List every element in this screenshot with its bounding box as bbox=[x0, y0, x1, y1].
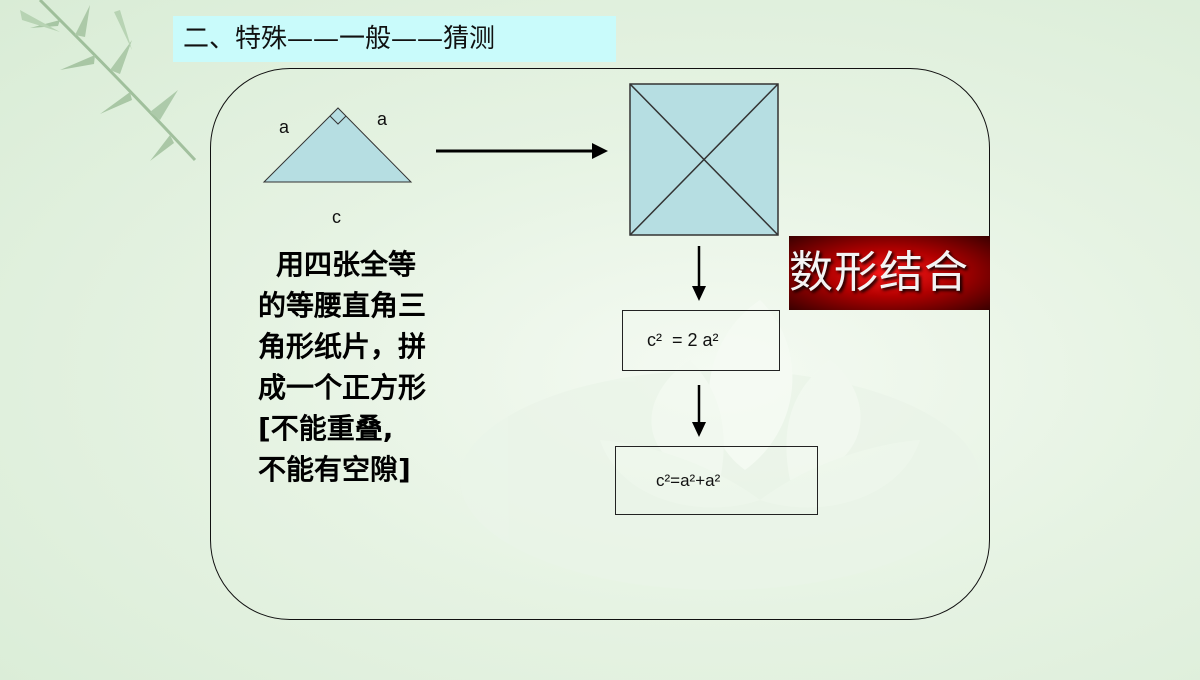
content-frame bbox=[210, 68, 990, 620]
arrow-down-1-head bbox=[692, 286, 706, 301]
slide-title: 二、特殊——一般——猜测 bbox=[173, 16, 616, 62]
lotus-flower-decoration bbox=[460, 300, 980, 590]
description-text: 用四张全等 的等腰直角三 角形纸片，拼 成一个正方形 [不能重叠, 不能有空隙] bbox=[258, 244, 488, 490]
description-line: 的等腰直角三 bbox=[258, 289, 427, 322]
leaf-branch-decoration bbox=[20, 0, 197, 162]
banner-shuxing-jiehe: 数形结合 bbox=[789, 236, 990, 310]
description-line: 角形纸片，拼 bbox=[258, 330, 427, 363]
square-diagonal-2 bbox=[629, 83, 779, 236]
formula-box-1: c² = 2 a² bbox=[622, 310, 780, 371]
description-line: 用四张全等 bbox=[276, 248, 417, 281]
description-line: 成一个正方形 bbox=[258, 371, 427, 404]
formula-text-2: c²=a²+a² bbox=[656, 470, 721, 490]
arrow-down-2-head bbox=[692, 422, 706, 437]
leg-label-left: a bbox=[279, 117, 290, 137]
isosceles-right-triangle bbox=[262, 107, 413, 183]
leg-label-right: a bbox=[377, 109, 388, 129]
arrow-right-head bbox=[592, 143, 608, 159]
formula-box-2: c²=a²+a² bbox=[615, 446, 818, 515]
right-angle-mark bbox=[329, 115, 347, 125]
description-line: 不能有空隙] bbox=[258, 453, 411, 486]
description-line: [不能重叠, bbox=[258, 412, 394, 445]
hypotenuse-label: c bbox=[332, 207, 341, 227]
formula-text-1: c² = 2 a² bbox=[647, 330, 719, 350]
